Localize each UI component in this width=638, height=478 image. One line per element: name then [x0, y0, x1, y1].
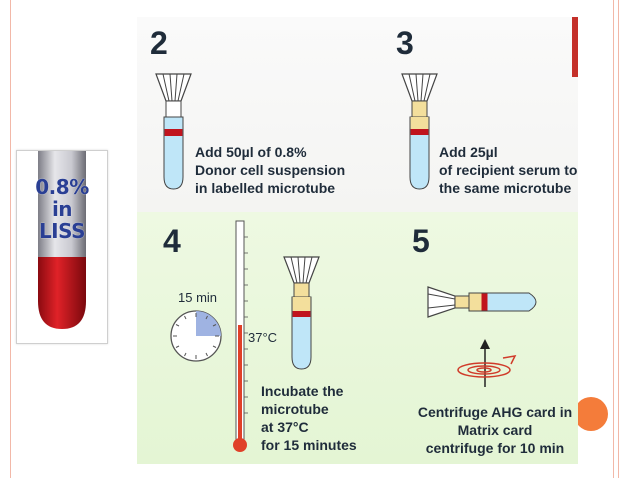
- step-2-microtube: [155, 73, 192, 190]
- thermometer: [233, 220, 248, 452]
- timer-label: 15 min: [178, 290, 218, 305]
- step-5-microtube: [427, 286, 537, 318]
- step-2-number: 2: [150, 25, 168, 61]
- step-5-caption-line-1: Centrifuge AHG card in: [417, 404, 573, 420]
- step-5-number: 5: [412, 223, 430, 259]
- step-3-microtube: [401, 73, 438, 190]
- steps-2-3-area: [137, 17, 578, 212]
- step-5-caption-line-3: centrifuge for 10 min: [425, 440, 565, 456]
- tube-label-line-1: 0.8%: [35, 175, 89, 199]
- panel-red-edge: [572, 17, 578, 77]
- step-4-number: 4: [163, 223, 181, 259]
- step-2-caption-line-2: Donor cell suspension: [195, 162, 346, 178]
- liss-tube-photo: 0.8% in LISS: [16, 150, 108, 344]
- step-3-number: 3: [396, 25, 414, 61]
- procedure-panel: 2 Add 50µl of 0.8% Donor cell suspension…: [137, 17, 578, 464]
- timer-clock: [170, 310, 222, 362]
- tube-label-line-2: in: [51, 197, 73, 221]
- step-4-caption-line-4: for 15 minutes: [261, 437, 357, 453]
- step-5-caption-line-2: Matrix card: [457, 422, 533, 438]
- step-2-caption-line-1: Add 50µl of 0.8%: [195, 144, 307, 160]
- thermometer-label: 37°C: [248, 330, 278, 345]
- step-3-caption-line-1: Add 25µl: [439, 144, 498, 160]
- step-3-caption-line-3: the same microtube: [439, 180, 572, 196]
- right-border-line-2: [618, 0, 619, 478]
- step-2-caption-line-3: in labelled microtube: [195, 180, 336, 196]
- centrifuge-rotation-icon: [457, 339, 517, 387]
- step-4-caption-line-2: microtube: [261, 401, 329, 417]
- step-4-caption-line-1: Incubate the: [261, 383, 344, 399]
- step-4-microtube: [283, 256, 320, 370]
- left-border-line: [10, 0, 11, 478]
- liss-tube-drawing: [38, 151, 86, 329]
- tube-label-line-3: LISS: [38, 219, 86, 243]
- step-4-caption-line-3: at 37°C: [261, 419, 309, 435]
- accent-dot: [574, 397, 608, 431]
- right-border-line-1: [613, 0, 614, 478]
- step-3-caption-line-2: of recipient serum to: [439, 162, 578, 178]
- procedure-illustrations: [155, 73, 537, 452]
